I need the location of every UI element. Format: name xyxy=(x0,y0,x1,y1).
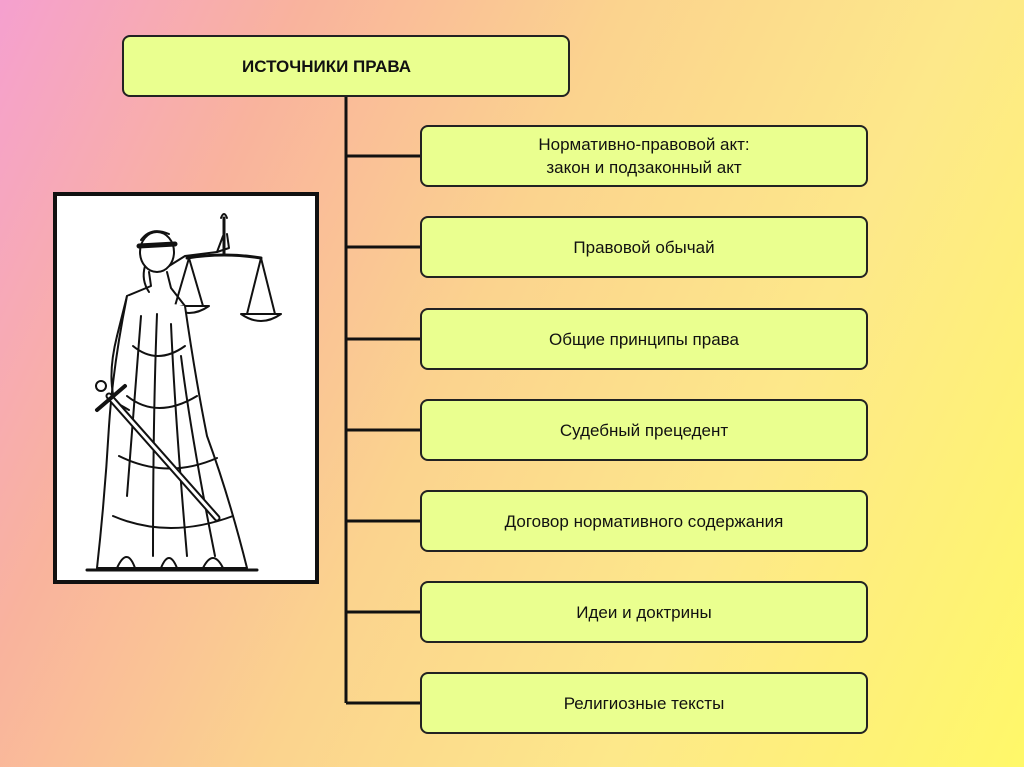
source-item-principles: Общие принципы права xyxy=(420,308,868,370)
root-label: ИСТОЧНИКИ ПРАВА xyxy=(242,55,411,78)
source-item-precedent: Судебный прецедент xyxy=(420,399,868,461)
item-label: Договор нормативного содержания xyxy=(505,510,784,533)
item-label: Религиозные тексты xyxy=(564,692,725,715)
item-label: Общие принципы права xyxy=(549,328,739,351)
source-item-normative-act: Нормативно-правовой акт: закон и подзако… xyxy=(420,125,868,187)
source-item-doctrines: Идеи и доктрины xyxy=(420,581,868,643)
source-item-contract: Договор нормативного содержания xyxy=(420,490,868,552)
source-item-religious-texts: Религиозные тексты xyxy=(420,672,868,734)
item-label: Идеи и доктрины xyxy=(576,601,711,624)
illustration-frame xyxy=(53,192,319,584)
item-label: Правовой обычай xyxy=(573,236,714,259)
item-label: Нормативно-правовой акт: закон и подзако… xyxy=(538,133,749,179)
item-label: Судебный прецедент xyxy=(560,419,728,442)
source-item-custom: Правовой обычай xyxy=(420,216,868,278)
root-node: ИСТОЧНИКИ ПРАВА xyxy=(122,35,570,97)
lady-justice-icon xyxy=(57,196,315,580)
